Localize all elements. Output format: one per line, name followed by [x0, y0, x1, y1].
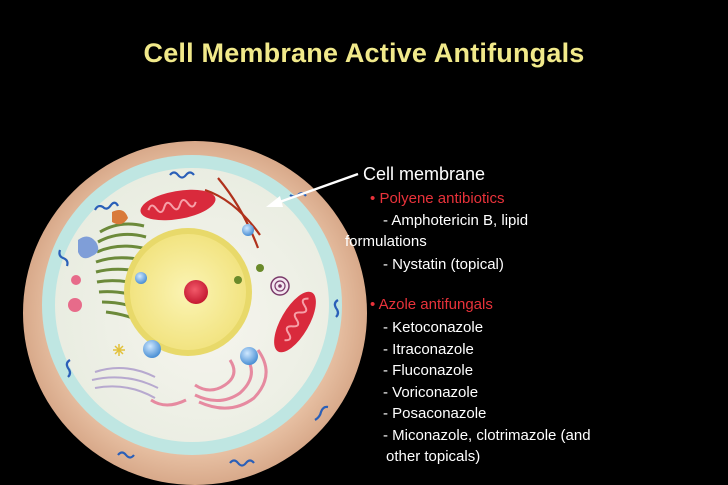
polyene-heading: Polyene antibiotics [379, 190, 505, 207]
list-item: - Amphotericin B, lipid [383, 212, 529, 229]
list-item: - Nystatin (topical) [383, 256, 504, 273]
centrosome-star [113, 344, 125, 356]
rough-er-folds [91, 367, 159, 399]
bullet-glyph: • [370, 190, 376, 207]
polyene-group: • Polyene antibiotics [370, 190, 505, 207]
ribosome-cluster [256, 264, 264, 272]
pointer-arrow-icon [266, 172, 359, 207]
cytoskeleton-filaments [204, 177, 261, 249]
azole-heading: Azole antifungals [378, 296, 493, 313]
list-item: - Miconazole, clotrimazole (and [383, 427, 591, 444]
endoplasmic-reticulum [150, 349, 268, 410]
list-item: formulations [345, 233, 427, 250]
vesicle [135, 272, 147, 284]
mitochondria [140, 189, 316, 353]
azole-group: • Azole antifungals [370, 296, 493, 313]
nucleolus [184, 280, 208, 304]
lysosome [68, 298, 82, 312]
ribosome-cluster [234, 276, 242, 284]
list-item: - Posaconazole [383, 405, 487, 422]
lysosome [71, 275, 81, 285]
secretory-granule [112, 210, 128, 225]
list-item: - Ketoconazole [383, 319, 484, 336]
vesicle [242, 224, 254, 236]
slide-title: Cell Membrane Active Antifungals [143, 38, 585, 68]
bullet-glyph: • [370, 296, 376, 313]
list-item: - Voriconazole [383, 384, 479, 401]
cell-membrane-heading: Cell membrane [363, 164, 486, 184]
vesicle [143, 340, 161, 358]
vesicle-blob [78, 236, 99, 259]
list-item: - Itraconazole [383, 341, 474, 358]
vesicle [240, 347, 258, 365]
list-item: - Fluconazole [383, 362, 474, 379]
list-item: other topicals) [386, 448, 481, 465]
peroxisome-spiral [270, 276, 290, 296]
